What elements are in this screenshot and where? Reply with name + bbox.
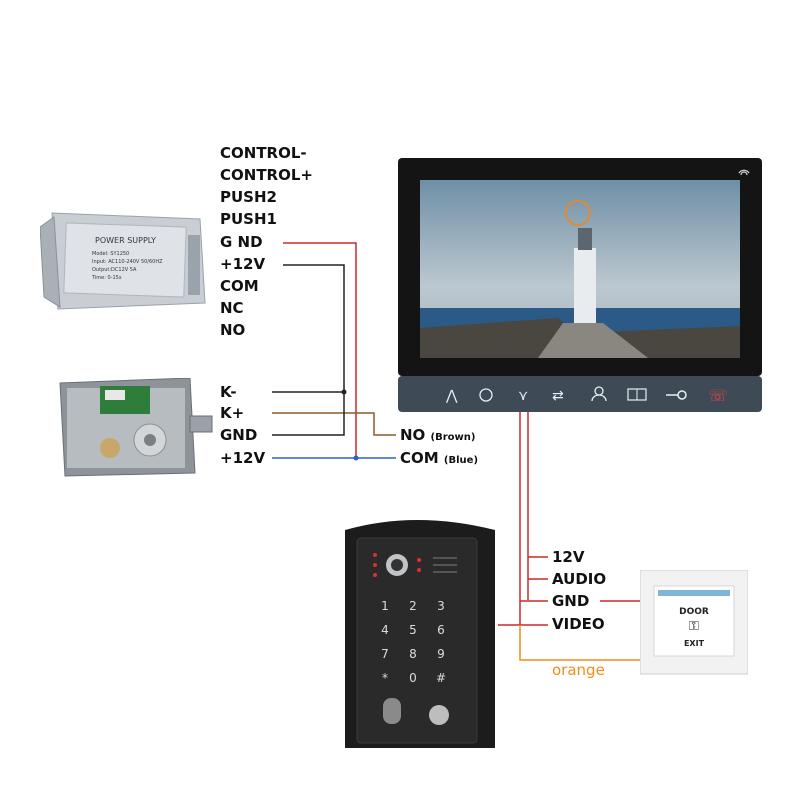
- relay-no-label: NO (Brown): [400, 426, 476, 444]
- svg-text:☏: ☏: [708, 386, 728, 405]
- monitor-button-down[interactable]: ⋎: [518, 388, 528, 404]
- psu-title: POWER SUPPLY: [95, 236, 156, 245]
- svg-text:5: 5: [409, 623, 417, 637]
- power-supply: POWER SUPPLY Model: SY1250 Input: AC110-…: [39, 205, 210, 315]
- wire-lock-kplus-brown: [272, 412, 396, 436]
- exit-button: DOOR ⚿ EXIT: [639, 569, 749, 680]
- monitor-button-settings[interactable]: [479, 388, 493, 402]
- svg-text:2: 2: [409, 599, 417, 613]
- wire-orange: [519, 625, 640, 661]
- wire-psu-gnd-red: [283, 242, 357, 458]
- call-button: [429, 705, 449, 725]
- monitor-button-contacts[interactable]: [591, 386, 607, 402]
- svg-text:0: 0: [409, 671, 417, 685]
- outdoor-doorbell: 1 2 3 4 5 6 7 8 9 * 0 #: [335, 510, 500, 750]
- svg-text:9: 9: [437, 647, 445, 661]
- doorbell-terminal-video: VIDEO: [552, 615, 605, 633]
- svg-text:Time: 0-15s: Time: 0-15s: [91, 275, 122, 281]
- monitor-button-up[interactable]: ⋀: [445, 388, 458, 404]
- svg-text:7: 7: [381, 647, 389, 661]
- psu-terminal-12v: +12V: [220, 255, 266, 273]
- psu-terminal-control-plus: CONTROL+: [220, 166, 313, 184]
- lock-terminal-gnd: GND: [220, 426, 258, 444]
- psu-terminal-gnd: G ND: [220, 233, 263, 251]
- psu-terminal-push1: PUSH1: [220, 210, 277, 228]
- psu-terminal-control-minus: CONTROL-: [220, 144, 307, 162]
- wire-psu-12v-black: [283, 264, 345, 392]
- doorbell-terminal-audio: AUDIO: [552, 570, 607, 588]
- lock-terminal-kminus: K-: [220, 383, 237, 401]
- indoor-monitor: ⋀ ⋎ ⇄ ☏: [398, 158, 762, 412]
- svg-text:⋀: ⋀: [445, 388, 458, 404]
- monitor-button-key[interactable]: [666, 390, 687, 400]
- psu-terminal-com: COM: [220, 277, 259, 295]
- svg-text:8: 8: [409, 647, 417, 661]
- svg-text:⇄: ⇄: [552, 388, 564, 404]
- svg-text:*: *: [382, 671, 388, 685]
- svg-text:1: 1: [381, 599, 389, 613]
- svg-text:3: 3: [437, 599, 445, 613]
- svg-text:6: 6: [437, 623, 445, 637]
- monitor-button-gate[interactable]: [627, 388, 647, 401]
- fingerprint-sensor: [383, 698, 401, 724]
- lock-terminal-kplus: K+: [220, 404, 245, 422]
- relay-com-label: COM (Blue): [400, 449, 479, 467]
- monitor-button-hangup[interactable]: ☏: [708, 386, 728, 405]
- key-icon: ⚿: [689, 619, 699, 634]
- monitor-button-transfer[interactable]: ⇄: [552, 388, 564, 404]
- psu-terminal-no: NO: [220, 321, 246, 339]
- doorbell-terminal-12v: 12V: [552, 548, 585, 566]
- electric-lock: [55, 377, 215, 478]
- orange-wire-label: orange: [552, 661, 605, 679]
- doorbell-terminal-gnd: GND: [552, 592, 590, 610]
- svg-text:Output:DC12V 5A: Output:DC12V 5A: [92, 267, 137, 273]
- psu-terminal-nc: NC: [220, 299, 244, 317]
- wire-lock-gnd: [272, 392, 345, 436]
- svg-text:EXIT: EXIT: [684, 639, 705, 648]
- psu-terminal-push2: PUSH2: [220, 188, 277, 206]
- wifi-icon: [738, 169, 750, 176]
- svg-text:#: #: [436, 671, 446, 685]
- svg-text:Input: AC110-240V 50/60HZ: Input: AC110-240V 50/60HZ: [92, 259, 163, 265]
- svg-text:Model: SY1250: Model: SY1250: [92, 251, 129, 257]
- svg-text:⋎: ⋎: [518, 388, 528, 404]
- svg-text:DOOR: DOOR: [679, 607, 709, 617]
- svg-text:4: 4: [381, 623, 389, 637]
- lock-terminal-12v: +12V: [220, 449, 266, 467]
